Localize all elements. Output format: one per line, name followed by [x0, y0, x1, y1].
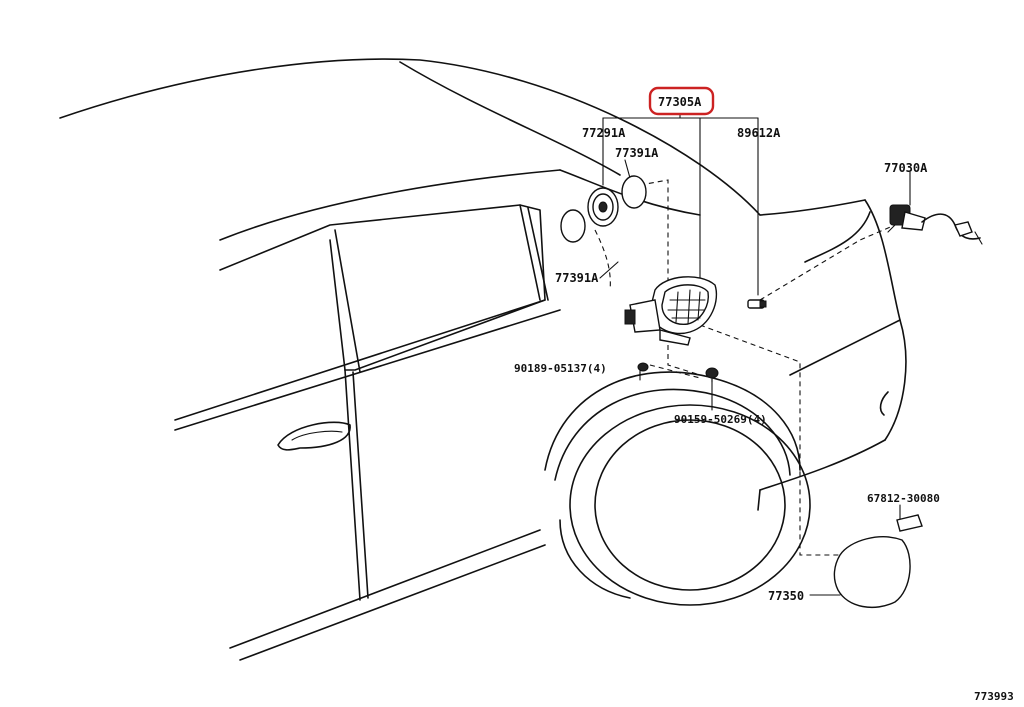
- fuel-inlet-ring-part: [587, 187, 619, 227]
- label-77291a[interactable]: 77291A: [582, 126, 626, 140]
- car-body-outline: [59, 58, 907, 661]
- label-77391a-left[interactable]: 77391A: [555, 271, 599, 285]
- sensor-part: [747, 299, 767, 309]
- label-89612a[interactable]: 89612A: [737, 126, 781, 140]
- label-90189-05137[interactable]: 90189-05137(4): [514, 362, 607, 375]
- cap-disc-upper-part: [621, 175, 647, 209]
- label-77391a-top[interactable]: 77391A: [615, 146, 659, 160]
- label-67812-30080[interactable]: 67812-30080: [867, 492, 940, 505]
- label-77305a[interactable]: 77305A: [658, 95, 702, 109]
- pad-part: [896, 514, 923, 532]
- callout-tree: [599, 114, 911, 596]
- label-90159-50269[interactable]: 90159-50269(4): [674, 413, 767, 426]
- fuel-lid-part: [833, 536, 911, 609]
- label-77030a[interactable]: 77030A: [884, 161, 928, 175]
- figure-id: 773993: [974, 690, 1014, 703]
- fuel-door-assembly-part: [624, 276, 718, 346]
- highlight-box: [648, 86, 715, 116]
- label-77350[interactable]: 77350: [768, 589, 804, 603]
- opener-cable-part: [887, 204, 983, 245]
- clip-part: [637, 362, 649, 377]
- cap-disc-left-part: [560, 209, 586, 243]
- screw-part: [705, 367, 719, 383]
